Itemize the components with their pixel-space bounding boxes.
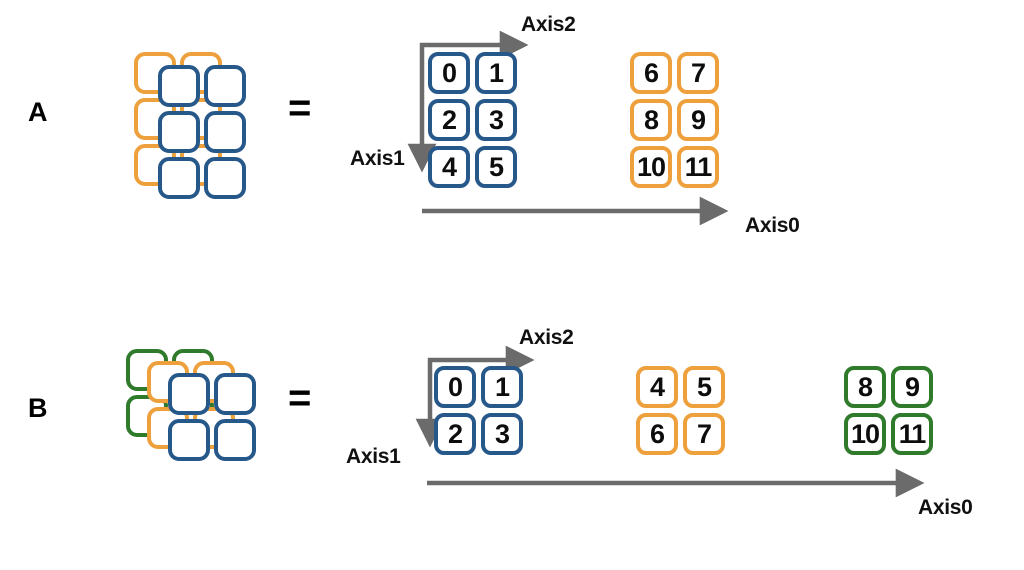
stack-layer-blue xyxy=(158,65,246,199)
axis-corner-arrows-a xyxy=(407,30,529,173)
axis-label-axis1-b: Axis1 xyxy=(346,445,401,468)
stack-slab xyxy=(158,65,200,107)
cell: 11 xyxy=(891,413,933,455)
cell: 2 xyxy=(434,413,476,455)
cell: 1 xyxy=(481,366,523,408)
stack-slab xyxy=(168,419,210,461)
stack-layer-blue xyxy=(168,373,256,461)
cell: 5 xyxy=(475,146,517,188)
equals-sign-a: = xyxy=(288,86,312,130)
cell: 3 xyxy=(481,413,523,455)
cell: 7 xyxy=(677,52,719,94)
cell: 7 xyxy=(683,413,725,455)
cell: 6 xyxy=(636,413,678,455)
panel-label-a: A xyxy=(28,97,48,127)
matrix-slice-orange-b: 4 5 6 7 xyxy=(636,366,725,455)
cell: 3 xyxy=(475,99,517,141)
panel-a: A = Axis2 Axis1 xyxy=(0,0,1024,270)
cell: 0 xyxy=(434,366,476,408)
axis-arrow-axis0-b xyxy=(427,468,925,498)
panel-label-b: B xyxy=(28,393,48,423)
cell: 8 xyxy=(630,99,672,141)
stack-slab xyxy=(214,419,256,461)
cell: 8 xyxy=(844,366,886,408)
axis-label-axis1-a: Axis1 xyxy=(350,147,405,170)
stack-slab xyxy=(158,157,200,199)
cell: 6 xyxy=(630,52,672,94)
matrix-slice-blue-a: 0 1 2 3 4 5 xyxy=(428,52,517,188)
cell: 11 xyxy=(677,146,719,188)
matrix-slice-green-b: 8 9 10 11 xyxy=(844,366,933,455)
stack-slab xyxy=(204,65,246,107)
cell: 2 xyxy=(428,99,470,141)
stack-slab xyxy=(214,373,256,415)
matrix-slice-blue-b: 0 1 2 3 xyxy=(434,366,523,455)
stack-slab xyxy=(204,157,246,199)
cell: 4 xyxy=(428,146,470,188)
cell: 0 xyxy=(428,52,470,94)
stack-slab xyxy=(158,111,200,153)
axis-label-axis0-b: Axis0 xyxy=(918,496,973,519)
matrix-slice-orange-a: 6 7 8 9 10 11 xyxy=(630,52,719,188)
cell: 9 xyxy=(677,99,719,141)
cell: 10 xyxy=(844,413,886,455)
panel-b: B = Axis2 Axis1 xyxy=(0,300,1024,570)
stack-slab xyxy=(168,373,210,415)
stack-slab xyxy=(204,111,246,153)
cell: 1 xyxy=(475,52,517,94)
cell: 10 xyxy=(630,146,672,188)
cell: 5 xyxy=(683,366,725,408)
axis-corner-arrows-b xyxy=(415,345,535,448)
cell: 9 xyxy=(891,366,933,408)
axis-label-axis2-a: Axis2 xyxy=(521,13,576,36)
axis-label-axis2-b: Axis2 xyxy=(519,326,574,349)
axis-label-axis0-a: Axis0 xyxy=(745,214,800,237)
equals-sign-b: = xyxy=(288,376,312,420)
cell: 4 xyxy=(636,366,678,408)
axis-arrow-axis0-a xyxy=(422,196,729,226)
